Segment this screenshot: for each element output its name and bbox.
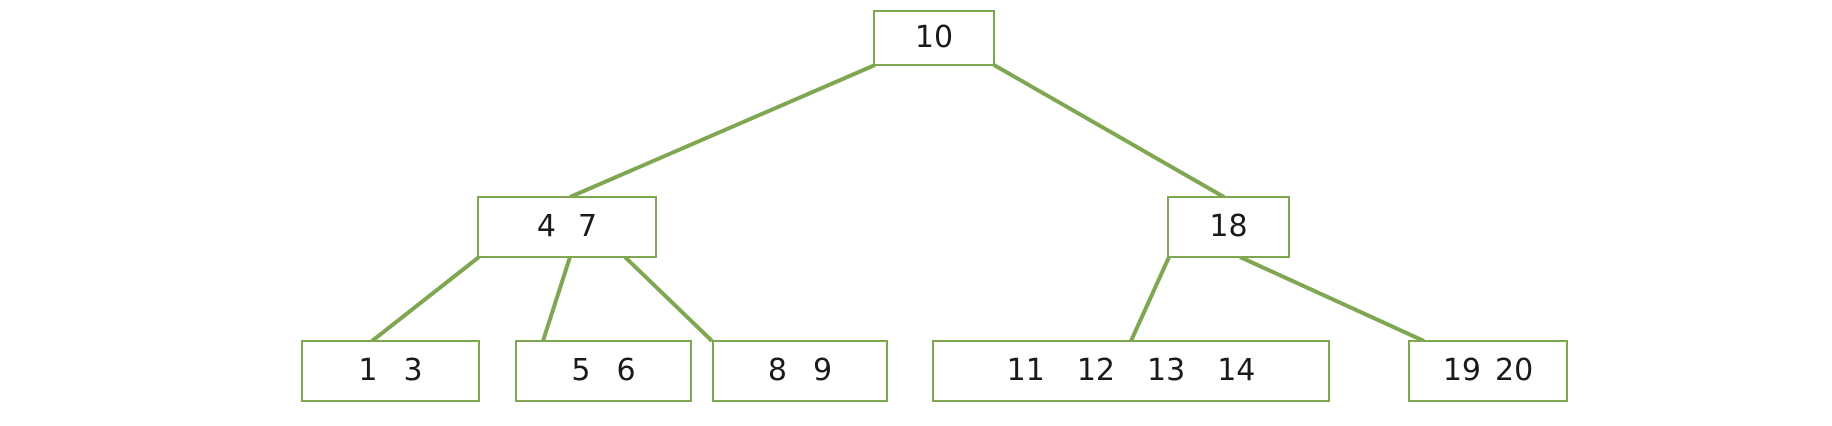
tree-edge: [370, 255, 481, 343]
node-key: 4: [536, 209, 556, 244]
node-keys: 5 6: [571, 356, 635, 386]
node-key: 12: [1076, 353, 1115, 388]
node-keys: 8 9: [768, 356, 832, 386]
node-keys: 1 3: [358, 356, 422, 386]
node-keys: 18: [1209, 212, 1247, 242]
node-key: 14: [1217, 353, 1256, 388]
node-key: 10: [914, 20, 954, 55]
node-key: 8: [767, 353, 787, 388]
node-key: 5: [571, 353, 591, 388]
tree-node-internal-left[interactable]: 4 7: [477, 196, 657, 258]
tree-edge: [993, 63, 1225, 199]
tree-edge: [541, 256, 572, 342]
node-keys: 11 12 13 14: [1007, 356, 1256, 386]
tree-node-leaf-1[interactable]: 1 3: [301, 340, 480, 402]
node-keys: 4 7: [537, 212, 597, 242]
tree-edge: [1129, 256, 1171, 342]
tree-node-root[interactable]: 10: [873, 10, 995, 66]
tree-node-leaf-3[interactable]: 8 9: [712, 340, 888, 402]
node-key: 3: [403, 353, 423, 388]
node-keys: 10: [915, 23, 953, 53]
tree-node-leaf-5[interactable]: 19 20: [1408, 340, 1568, 402]
node-key: 13: [1147, 353, 1186, 388]
node-key: 6: [616, 353, 636, 388]
tree-node-leaf-2[interactable]: 5 6: [515, 340, 692, 402]
tree-node-internal-right[interactable]: 18: [1167, 196, 1290, 258]
tree-edge: [623, 255, 714, 343]
node-keys: 19 20: [1443, 356, 1533, 386]
node-key: 18: [1209, 209, 1248, 244]
node-key: 7: [578, 209, 598, 244]
node-key: 19: [1442, 353, 1481, 388]
node-key: 11: [1006, 353, 1045, 388]
node-key: 9: [813, 353, 833, 388]
node-key: 20: [1495, 353, 1534, 388]
tree-edge: [569, 63, 876, 199]
tree-edge: [1239, 255, 1425, 343]
tree-node-leaf-4[interactable]: 11 12 13 14: [932, 340, 1330, 402]
node-key: 1: [358, 353, 378, 388]
